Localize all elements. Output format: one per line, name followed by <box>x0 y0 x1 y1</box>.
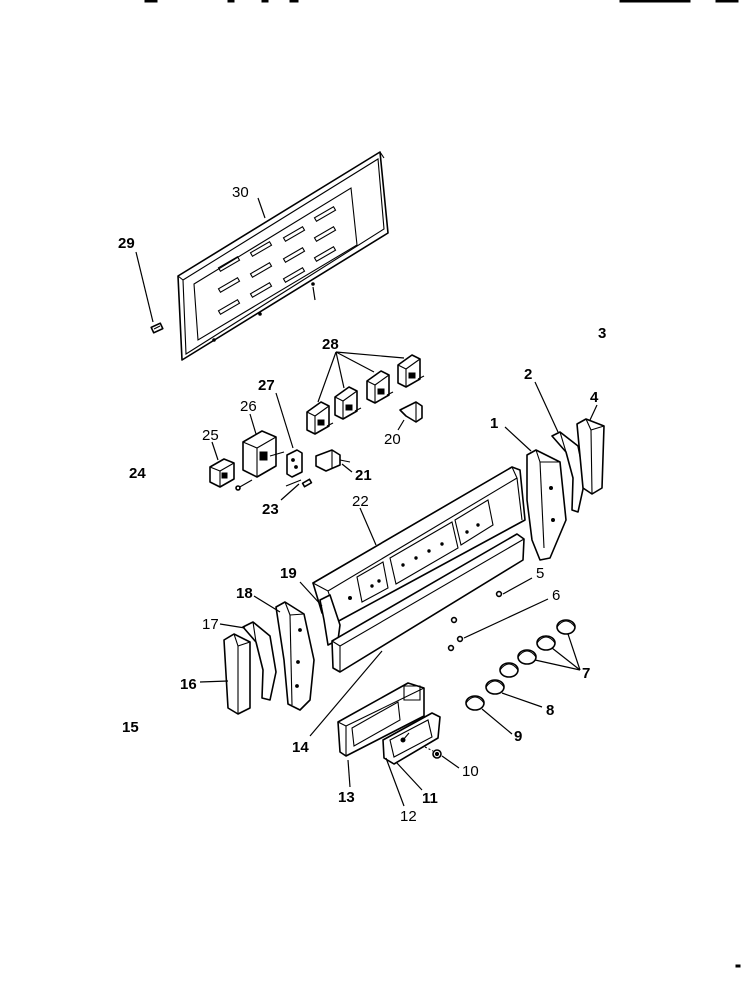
callout-15: 15 <box>122 719 139 736</box>
corner-mark <box>735 964 741 968</box>
left-side-trim-17 <box>219 621 277 701</box>
bracket-20 <box>397 401 423 431</box>
side-trim-2 <box>534 381 586 513</box>
mounting-plate-27 <box>275 392 303 478</box>
selector-switch-26 <box>242 413 285 478</box>
callout-1: 1 <box>490 415 498 432</box>
shaft-connector-21 <box>315 449 353 473</box>
screw-29 <box>135 251 164 334</box>
callout-30: 30 <box>232 184 249 201</box>
trim-strip-14 <box>309 533 525 737</box>
left-end-cap-18 <box>253 595 315 711</box>
callout-17: 17 <box>202 616 219 633</box>
right-end-cap-1 <box>504 426 567 561</box>
upper-back-panel <box>177 151 389 361</box>
callout-6: 6 <box>552 587 560 604</box>
left-side-panel-16 <box>199 633 251 715</box>
callout-28-leaders <box>317 351 405 403</box>
screws-5-6 <box>447 577 549 652</box>
callout-24: 24 <box>129 465 146 482</box>
callout-28: 28 <box>322 336 339 353</box>
callout-16: 16 <box>180 676 197 693</box>
knob-7a <box>499 662 519 678</box>
callout-12: 12 <box>400 808 417 825</box>
callout-22: 22 <box>352 493 369 510</box>
callout-18: 18 <box>236 585 253 602</box>
callout-7: 7 <box>582 665 590 682</box>
callout-26: 26 <box>240 398 257 415</box>
callout-19: 19 <box>280 565 297 582</box>
knob-7c <box>536 635 556 651</box>
knob-7b <box>517 649 537 665</box>
callout-27: 27 <box>258 377 275 394</box>
clock-11-12 <box>382 712 441 807</box>
callout-20: 20 <box>384 431 401 448</box>
callout-2: 2 <box>524 366 532 383</box>
callout-14: 14 <box>292 739 309 756</box>
header-marks <box>144 0 739 3</box>
callout-9: 9 <box>514 728 522 745</box>
knob-9 <box>465 695 485 711</box>
knob-7d <box>556 619 576 635</box>
panel-vent-slots <box>217 206 337 315</box>
callout-29: 29 <box>118 235 135 252</box>
control-panel-22 <box>311 466 526 624</box>
knobs <box>465 619 581 735</box>
callout-5: 5 <box>536 565 544 582</box>
clock-knob-10 <box>424 746 460 769</box>
callout-8: 8 <box>546 702 554 719</box>
side-panel-4 <box>576 404 605 495</box>
callout-4: 4 <box>590 389 599 406</box>
callout-11: 11 <box>422 790 438 807</box>
screws-23 <box>235 478 313 501</box>
callout-25: 25 <box>202 427 219 444</box>
small-switch-25 <box>209 441 235 488</box>
callout-23: 23 <box>262 501 279 518</box>
callout-21: 21 <box>355 467 372 484</box>
knob-8 <box>485 679 505 695</box>
switches-28 <box>306 354 425 435</box>
callout-13: 13 <box>338 789 355 806</box>
callout-3: 3 <box>598 325 606 342</box>
callout-10: 10 <box>462 763 479 780</box>
bezel-panel-13 <box>337 682 425 788</box>
